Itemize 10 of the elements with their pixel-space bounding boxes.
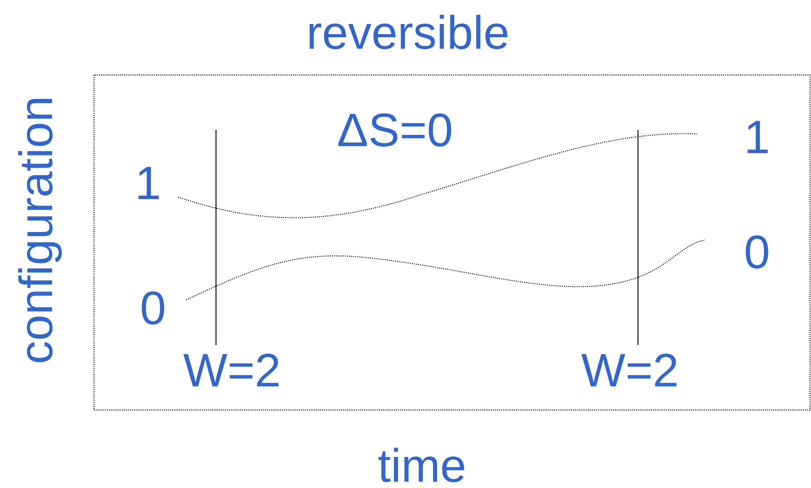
title: reversible [310, 14, 508, 50]
work-label: W=2 [183, 354, 278, 386]
state-label: 1 [748, 120, 768, 154]
formula-label: ΔS=0 [338, 113, 452, 147]
state-label: 1 [138, 166, 159, 200]
work-label: W=2 [581, 354, 676, 386]
axis-label: time [378, 448, 464, 482]
state-label: 0 [746, 235, 768, 269]
axis-label: configuration [18, 98, 62, 362]
state-label: 0 [142, 291, 164, 325]
